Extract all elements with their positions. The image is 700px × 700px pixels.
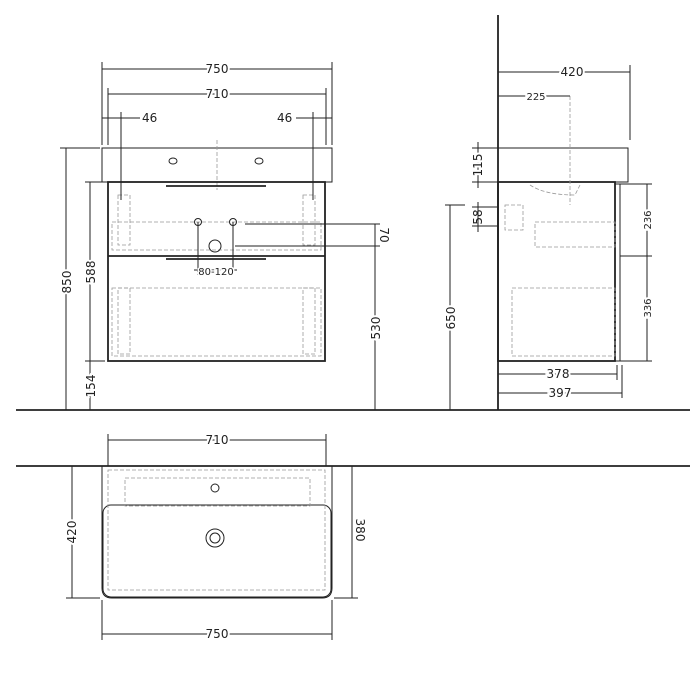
dim-bracket-height: 58 bbox=[471, 209, 485, 224]
dim-height-waste: 530 bbox=[369, 317, 383, 340]
floor-line bbox=[16, 409, 690, 467]
basin-bowl bbox=[102, 504, 332, 598]
dim-width-cabinet: 710 bbox=[206, 87, 229, 101]
dim-height-total: 850 bbox=[60, 271, 74, 294]
cabinet-side bbox=[497, 181, 616, 362]
dim-top-width-cabinet: 710 bbox=[206, 433, 229, 447]
cabinet-front bbox=[107, 181, 326, 362]
dim-tap-offset: 225 bbox=[526, 92, 545, 103]
waste-outlet bbox=[208, 239, 222, 253]
dim-waste-spacing: 70 bbox=[377, 227, 391, 242]
top-view: 710 420 380 750 bbox=[63, 431, 369, 643]
side-view: 420 225 115 58 650 236 336 378 397 bbox=[442, 63, 656, 410]
dim-top-width-total: 750 bbox=[206, 627, 229, 641]
basin-side bbox=[498, 147, 629, 183]
front-view: 750 710 46 46 850 588 154 530 70 80-120 bbox=[58, 60, 391, 410]
dim-top-depth-total: 420 bbox=[65, 521, 79, 544]
tap-hole-left bbox=[168, 157, 178, 165]
dim-depth-basin: 420 bbox=[561, 65, 584, 79]
dim-waste-range: 80-120 bbox=[198, 267, 233, 278]
tap-hole-top bbox=[210, 483, 220, 493]
dim-depth-cabinet: 378 bbox=[547, 367, 570, 381]
dim-drawer-bottom: 336 bbox=[643, 298, 654, 317]
dim-height-cabinet: 588 bbox=[84, 261, 98, 284]
dim-offset-right: 46 bbox=[277, 111, 292, 125]
dim-depth-total: 397 bbox=[549, 386, 572, 400]
dim-basin-height: 115 bbox=[471, 154, 485, 177]
dim-offset-left: 46 bbox=[142, 111, 157, 125]
dim-height-floor: 154 bbox=[84, 375, 98, 398]
tap-hole-right bbox=[254, 157, 264, 165]
dim-bracket-floor: 650 bbox=[444, 307, 458, 330]
dim-drawer-top: 236 bbox=[643, 210, 654, 229]
dim-width-total: 750 bbox=[206, 62, 229, 76]
basin-top bbox=[101, 466, 333, 599]
drain-top bbox=[205, 528, 225, 548]
dim-top-depth-inner: 380 bbox=[353, 519, 367, 542]
